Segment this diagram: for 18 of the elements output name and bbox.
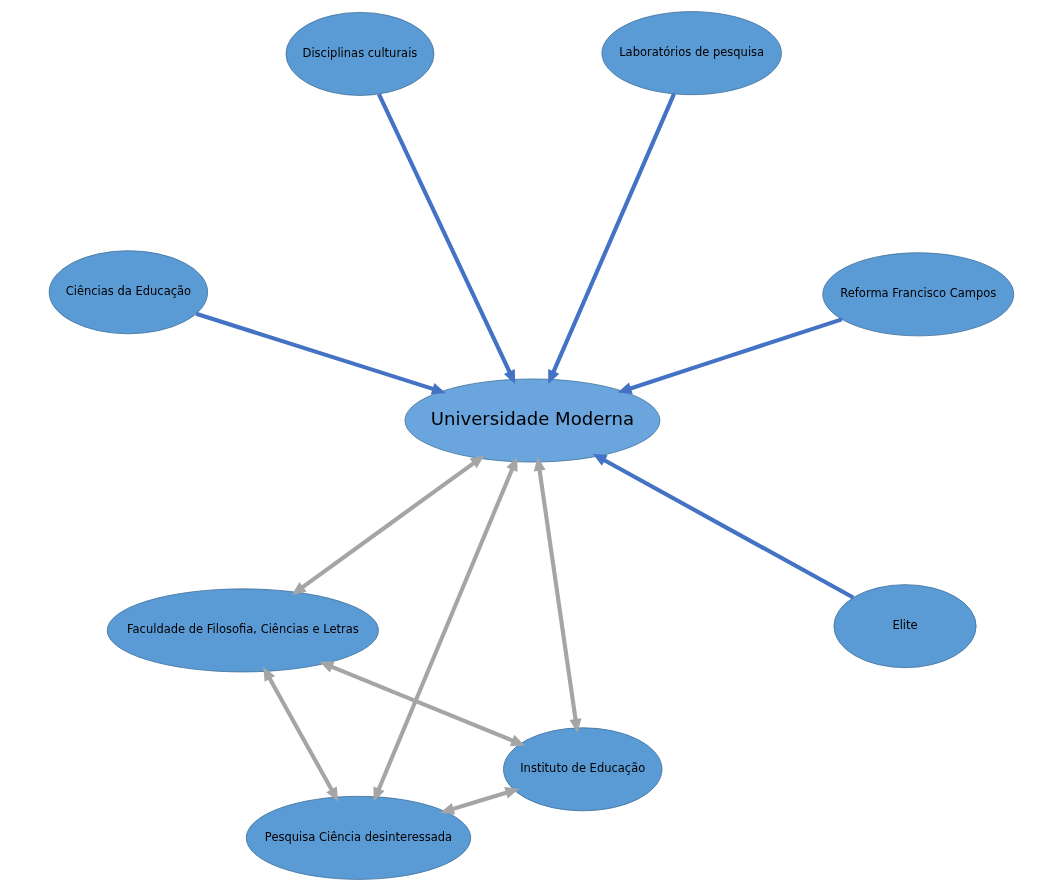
arrow (592, 453, 854, 600)
arrow (291, 455, 484, 595)
arrow (439, 787, 519, 815)
arrow (533, 456, 581, 733)
node-ellipse: Ciências da Educação (48, 250, 208, 335)
arrow (617, 317, 842, 395)
node-ellipse: Elite (833, 584, 977, 669)
arrow (195, 311, 446, 395)
arrow (547, 93, 676, 385)
arrow (319, 661, 525, 746)
arrow (372, 456, 517, 802)
node-ellipse: Universidade Moderna (404, 378, 660, 463)
node-ellipse: Disciplinas culturais (285, 12, 434, 96)
node-ellipse: Reforma Francisco Campos (821, 252, 1014, 337)
node-ellipse: Pesquisa Ciência desinteressada (245, 795, 471, 880)
node-ellipse: Laboratórios de pesquisa (601, 11, 782, 96)
arrow (376, 93, 515, 384)
arrow (262, 666, 338, 802)
